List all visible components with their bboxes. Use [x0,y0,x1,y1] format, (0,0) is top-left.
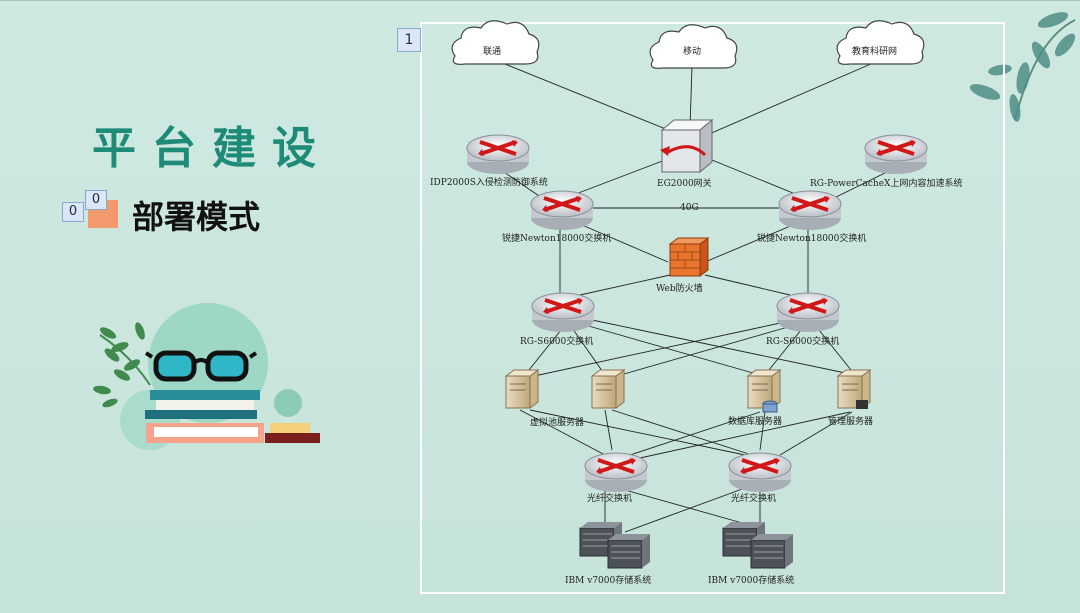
connection-lines [494,59,896,533]
ids-router-icon [465,133,531,176]
core-left-label: 锐捷Newton18000交换机 [502,232,611,244]
cloud-icon [836,20,925,65]
server-icon [505,369,539,409]
section-heading: 0 0 部署模式 [60,190,300,240]
server-icon [591,369,625,409]
book-icon [145,410,257,419]
mgmt-server-label: 管理服务器 [828,415,873,427]
book-icon [156,400,254,410]
agg-switch-icon [530,291,596,334]
agg-left-label: RG-S6000交换机 [520,335,593,347]
book-icon [150,390,260,400]
books-glasses-illustration [93,303,320,450]
cloud-icon [451,20,540,65]
agg-right-label: RG-S6000交换机 [766,335,839,347]
firewall-label: Web防火墙 [656,282,703,294]
book-icon [265,433,320,443]
top-border [0,0,1080,1]
storage-left-label: IBM v7000存储系统 [565,574,651,586]
glasses-icon [144,350,258,382]
cache-label: RG-PowerCacheX上网内容加速系统 [810,177,962,189]
marker-badge-0b[interactable]: 0 [85,190,107,210]
cloud-label-edu: 教育科研网 [852,45,897,57]
storage-right-label: IBM v7000存储系统 [708,574,794,586]
database-server-icon [747,369,781,413]
ids-label: IDP2000S入侵检测防御系统 [430,176,548,188]
management-server-icon [837,369,871,409]
fc-left-label: 光纤交换机 [587,492,632,504]
core-right-label: 锐捷Newton18000交换机 [757,232,866,244]
core-switch-icon [529,189,595,232]
firewall-icon [668,237,710,277]
diagram-frame [420,22,1005,594]
virt-server-label: 虚拟池服务器 [530,416,584,428]
leaf-decoration-icon [969,12,1076,122]
book-page [154,427,258,437]
storage-icon [750,533,794,569]
page-title: 平台建设 [92,123,332,174]
fibre-switch-icon [583,451,649,494]
link-40g-label: 40G [680,203,699,213]
dot-circle [274,389,302,417]
diagram-number-badge[interactable]: 1 [397,28,421,52]
book-icon [270,423,310,433]
marker-badge-0a[interactable]: 0 [62,202,84,222]
cache-router-icon [863,133,929,176]
leaf-branch-icon [93,322,151,408]
db-server-label: 数据库服务器 [728,415,782,427]
fibre-switch-icon [727,451,793,494]
section-subtitle: 部署模式 [132,198,261,236]
fc-right-label: 光纤交换机 [731,492,776,504]
cloud-label-unicom: 联通 [483,46,501,57]
storage-icon [607,533,651,569]
cloud-label-mobile: 移动 [683,45,701,57]
core-switch-icon [777,189,843,232]
gateway-label: EG2000网关 [657,177,712,189]
gateway-icon [660,118,714,174]
agg-switch-icon [775,291,841,334]
